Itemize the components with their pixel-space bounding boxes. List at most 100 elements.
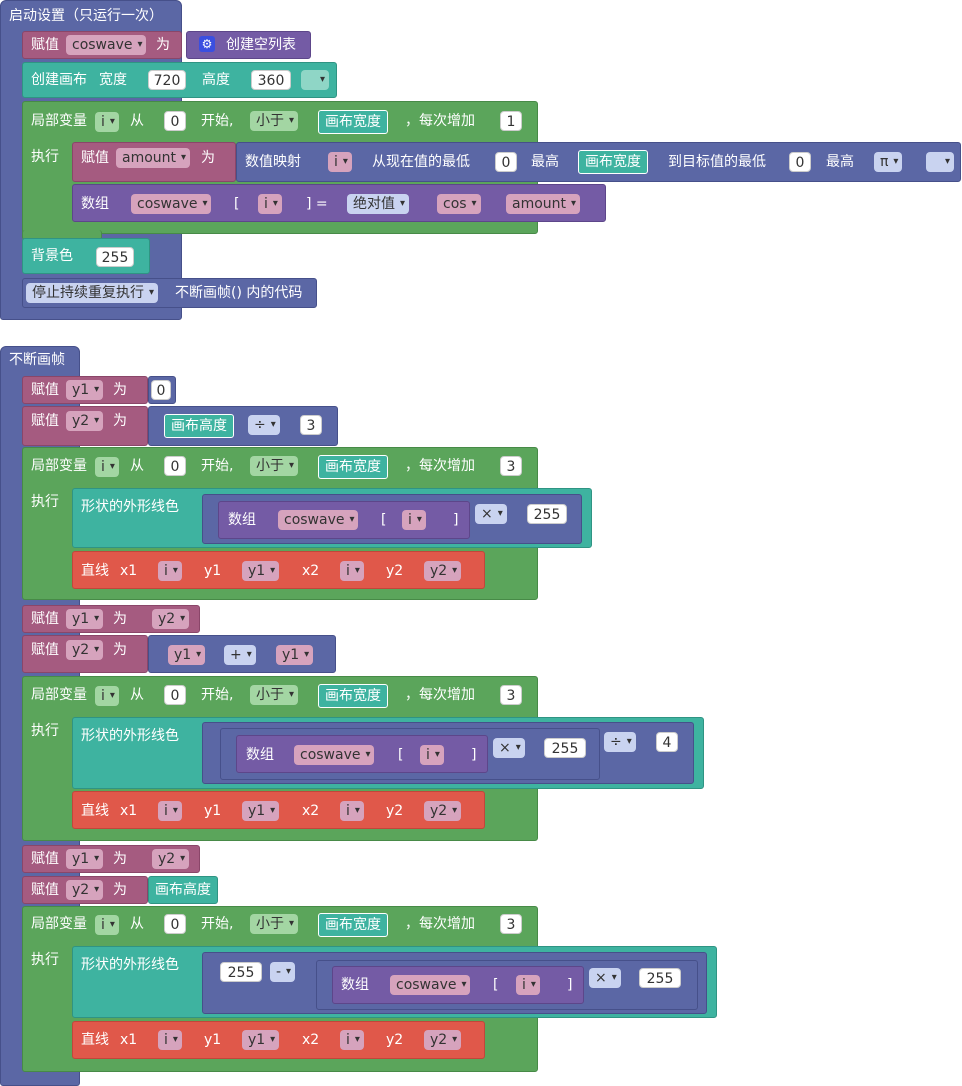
from-input[interactable]: 0 <box>164 111 186 131</box>
const-op-dropdown[interactable] <box>926 152 954 172</box>
from-input[interactable]: 0 <box>164 456 186 476</box>
y1-value[interactable]: y1 <box>242 801 280 821</box>
coswave-dropdown[interactable]: coswave <box>294 745 375 765</box>
divide-op-dropdown[interactable]: ÷ <box>248 415 280 435</box>
canvas-width-block[interactable]: 画布宽度 <box>318 913 388 937</box>
from-input[interactable]: 0 <box>164 914 186 934</box>
x2-value[interactable]: i <box>340 1030 364 1050</box>
divisor-input[interactable]: 4 <box>656 732 678 752</box>
y1-dropdown[interactable]: y1 <box>66 849 104 869</box>
bg-input[interactable]: 255 <box>96 247 134 267</box>
map-var-i[interactable]: i <box>328 152 352 172</box>
y2-value[interactable]: y2 <box>152 849 190 869</box>
abs-dropdown[interactable]: 绝对值 <box>347 194 409 214</box>
y1-dropdown[interactable]: y1 <box>66 380 104 400</box>
compare-dropdown[interactable]: 小于 <box>250 914 298 934</box>
height-input[interactable]: 360 <box>251 70 291 90</box>
coswave-dropdown[interactable]: coswave <box>66 35 147 55</box>
amount-dropdown[interactable]: amount <box>506 194 581 214</box>
index-i-dropdown[interactable]: i <box>258 194 282 214</box>
divide-op-dropdown[interactable]: ÷ <box>604 732 636 752</box>
amount-dropdown[interactable]: amount <box>116 148 191 168</box>
compare-dropdown[interactable]: 小于 <box>250 685 298 705</box>
lbracket-label: [ <box>234 196 240 212</box>
coswave-dropdown[interactable]: coswave <box>278 510 359 530</box>
cos-dropdown[interactable]: cos <box>437 194 481 214</box>
plus-op-dropdown[interactable]: + <box>224 645 256 665</box>
coswave-dropdown[interactable]: coswave <box>131 194 212 214</box>
minuend-input[interactable]: 255 <box>220 962 262 982</box>
x1-value[interactable]: i <box>158 1030 182 1050</box>
renderer-dropdown[interactable] <box>301 70 329 90</box>
canvas-width-block[interactable]: 画布宽度 <box>318 110 388 134</box>
start-label: 开始, <box>201 113 234 129</box>
coswave-dropdown[interactable]: coswave <box>390 975 471 995</box>
gear-icon[interactable]: ⚙ <box>199 36 215 52</box>
line-label: 直线 <box>81 563 109 579</box>
pi-dropdown[interactable]: π <box>874 152 903 172</box>
width-input[interactable]: 720 <box>148 70 186 90</box>
compare-dropdown[interactable]: 小于 <box>250 456 298 476</box>
x2-label: x2 <box>302 1032 320 1048</box>
times-op-dropdown[interactable]: × <box>589 968 621 988</box>
y2-value[interactable]: y2 <box>424 1030 462 1050</box>
compare-dropdown[interactable]: 小于 <box>250 111 298 131</box>
x1-value[interactable]: i <box>158 561 182 581</box>
index-i-dropdown[interactable]: i <box>402 510 426 530</box>
index-i-dropdown[interactable]: i <box>420 745 444 765</box>
y1-value[interactable]: y1 <box>242 561 280 581</box>
each-inc-label: ，每次增加 <box>405 113 475 129</box>
divisor-input[interactable]: 3 <box>300 415 322 435</box>
factor-input[interactable]: 255 <box>639 968 681 988</box>
loop-var-dropdown[interactable]: i <box>95 915 119 935</box>
stroke-label: 形状的外形线色 <box>81 728 179 744</box>
canvas-width-block[interactable]: 画布宽度 <box>578 150 648 174</box>
y2-label: y2 <box>386 803 404 819</box>
y2-value[interactable]: y2 <box>424 801 462 821</box>
step-input[interactable]: 3 <box>500 685 522 705</box>
from-input[interactable]: 0 <box>164 685 186 705</box>
as-label: 为 <box>113 413 127 429</box>
y1-value[interactable]: y1 <box>276 645 314 665</box>
canvas-width-block[interactable]: 画布宽度 <box>318 455 388 479</box>
step-input[interactable]: 1 <box>500 111 522 131</box>
each-inc-label: ，每次增加 <box>405 458 475 474</box>
canvas-width-block[interactable]: 画布宽度 <box>318 684 388 708</box>
x1-value[interactable]: i <box>158 801 182 821</box>
stop-suffix-label: 不断画帧() 内的代码 <box>175 285 303 301</box>
create-canvas-label: 创建画布 <box>31 72 87 88</box>
minus-op-dropdown[interactable]: - <box>270 962 296 982</box>
y2-dropdown[interactable]: y2 <box>66 640 104 660</box>
y1-dropdown[interactable]: y1 <box>66 609 104 629</box>
width-label: 宽度 <box>99 72 127 88</box>
x2-value[interactable]: i <box>340 561 364 581</box>
loop-var-dropdown[interactable]: i <box>95 457 119 477</box>
array-label: 数组 <box>246 747 274 763</box>
x2-value[interactable]: i <box>340 801 364 821</box>
step-input[interactable]: 3 <box>500 914 522 934</box>
canvas-height-block[interactable]: 画布高度 <box>164 414 234 438</box>
times-op-dropdown[interactable]: × <box>475 504 507 524</box>
as-label: 为 <box>113 882 127 898</box>
y1-value[interactable]: y1 <box>242 1030 280 1050</box>
loop-var-dropdown[interactable]: i <box>95 686 119 706</box>
y2-dropdown[interactable]: y2 <box>66 880 104 900</box>
y2-value[interactable]: y2 <box>152 609 190 629</box>
y1-value[interactable]: y1 <box>168 645 206 665</box>
y1-init-input[interactable]: 0 <box>151 380 171 400</box>
x2-label: x2 <box>302 803 320 819</box>
from-label: 从 <box>130 458 144 474</box>
target-min-input[interactable]: 0 <box>789 152 811 172</box>
times-op-dropdown[interactable]: × <box>493 738 525 758</box>
index-i-dropdown[interactable]: i <box>516 975 540 995</box>
factor-input[interactable]: 255 <box>527 504 567 524</box>
loop-var-dropdown[interactable]: i <box>95 112 119 132</box>
cur-min-input[interactable]: 0 <box>495 152 517 172</box>
factor-input[interactable]: 255 <box>544 738 586 758</box>
y2-dropdown[interactable]: y2 <box>66 411 104 431</box>
rbracket-eq-label: ] = <box>306 196 328 212</box>
stop-repeat-dropdown[interactable]: 停止持续重复执行 <box>26 283 158 303</box>
canvas-height-block[interactable]: 画布高度 <box>148 876 218 904</box>
y2-value[interactable]: y2 <box>424 561 462 581</box>
step-input[interactable]: 3 <box>500 456 522 476</box>
